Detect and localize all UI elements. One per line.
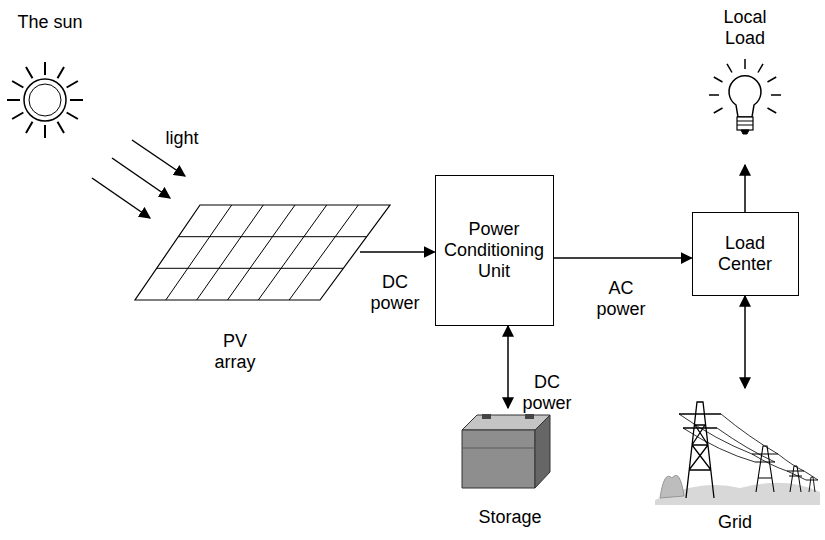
arrow-line <box>92 178 150 218</box>
tree <box>660 475 684 498</box>
edge-label: light <box>163 128 200 149</box>
node-label: Grid <box>718 512 752 533</box>
local-load-node: Local Load <box>700 5 790 165</box>
arrow-line <box>507 326 509 408</box>
node-label: Local Load <box>723 7 766 49</box>
grid-illustration <box>655 402 820 505</box>
edge-label: DC power <box>368 272 421 314</box>
sun-inner-ring <box>29 84 61 116</box>
battery-side <box>535 415 550 488</box>
flow-arrow <box>745 165 746 212</box>
arrow-line <box>554 257 692 259</box>
arrow-line <box>112 158 170 198</box>
sun-rays <box>7 62 83 138</box>
bulb-glass <box>729 76 761 117</box>
node-label: Power Conditioning Unit <box>444 219 544 282</box>
battery-band <box>462 448 535 449</box>
battery-illustration <box>462 414 550 488</box>
pv-cell-grid <box>157 205 367 300</box>
bulb-base <box>737 117 753 130</box>
arrow-line <box>360 251 435 253</box>
flow-arrow <box>508 326 509 408</box>
node-label: Storage <box>478 507 541 528</box>
power-lines <box>679 414 818 480</box>
node-label: Load Center <box>718 233 772 275</box>
flow-arrow <box>92 140 185 218</box>
process-box: Load Center <box>692 212 799 296</box>
flow-arrow <box>554 258 692 259</box>
pv-panel-outline <box>135 205 390 300</box>
sun-node: The sun <box>5 10 95 175</box>
sun-illustration <box>7 62 83 138</box>
process-box: Power Conditioning Unit <box>435 175 554 326</box>
tower-large <box>679 402 721 498</box>
pv-array-node: PV array <box>130 200 340 375</box>
connectors <box>92 140 745 408</box>
arrow-line <box>744 165 746 212</box>
edge-label: AC power <box>594 278 647 320</box>
grid-node: Grid <box>650 385 820 535</box>
pv-array-illustration <box>135 205 390 300</box>
node-label: PV array <box>214 331 255 373</box>
edge-label: DC power <box>520 372 573 414</box>
battery-front <box>462 430 535 488</box>
battery-terminal <box>482 414 491 419</box>
flow-arrow <box>745 296 746 388</box>
bulb-illustration <box>709 59 781 134</box>
arrow-line <box>744 296 746 388</box>
flow-arrow <box>360 251 435 252</box>
storage-node: Storage <box>455 400 565 530</box>
battery-terminal <box>525 414 534 419</box>
sun-disc <box>24 79 66 121</box>
bulb-thread <box>737 121 753 134</box>
node-label: The sun <box>17 12 82 33</box>
